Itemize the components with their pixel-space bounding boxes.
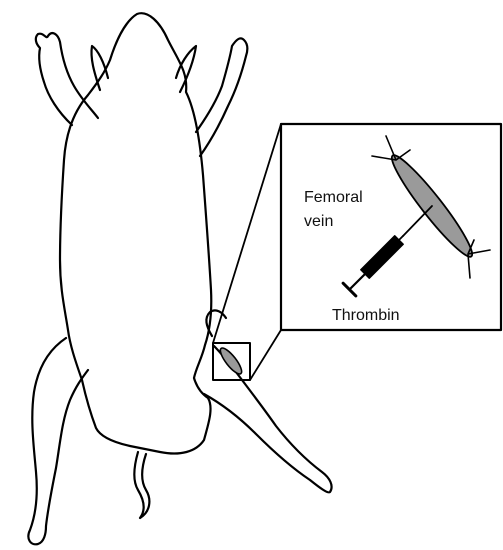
syringe-icon bbox=[343, 229, 409, 295]
pig-body-outline bbox=[60, 13, 211, 453]
femoral-vein-label-line1: Femoral bbox=[304, 187, 363, 208]
right-foreleg bbox=[196, 38, 247, 156]
zoom-connector-bottom bbox=[250, 330, 281, 380]
right-hind-leg bbox=[204, 346, 332, 492]
left-ear bbox=[91, 46, 108, 90]
vein-ligature-bottom bbox=[468, 240, 490, 278]
syringe-needle bbox=[403, 206, 432, 236]
vein-ligature-top bbox=[372, 136, 410, 160]
thrombin-label: Thrombin bbox=[332, 305, 400, 326]
tail bbox=[134, 452, 149, 518]
left-foreleg bbox=[36, 33, 98, 125]
incision-vein bbox=[217, 345, 245, 376]
zoom-connector-top bbox=[213, 124, 281, 343]
femoral-vein-label-line2: vein bbox=[304, 211, 333, 232]
